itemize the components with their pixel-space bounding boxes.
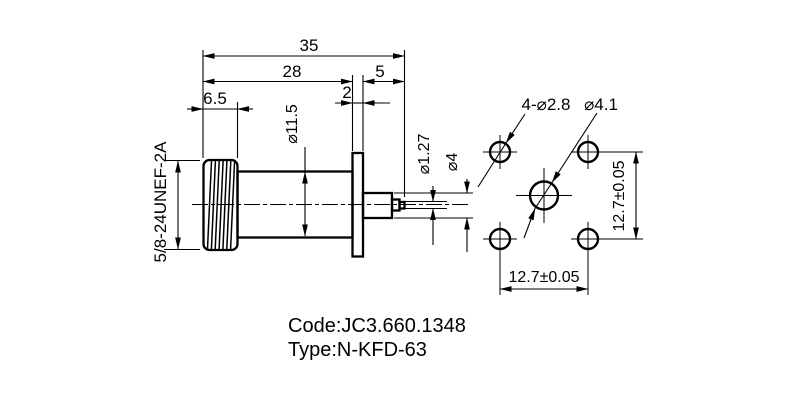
dim-flange-thickness: 2 [342,83,351,102]
mounting-hole-bottom-left [488,227,512,251]
dim-pin-diameter: ⌀1.27 [416,134,433,175]
dim-thread-length: 6.5 [203,89,227,108]
part-code: Code:JC3.660.1348 [288,315,466,337]
side-view: 35 28 5 6.5 2 ⌀11.5 5/8-24UNEF-2A ⌀1.27 … [151,36,473,262]
center-hole [528,180,560,211]
dim-rear-length: 5 [375,62,384,81]
dim-hole-spacing-vertical: 12.7±0.05 [611,160,628,231]
center-hole-callout: ⌀4.1 [584,95,618,114]
dim-body-diameter: ⌀11.5 [284,104,301,144]
part-type: Type:N-KFD-63 [288,339,427,361]
title-block: Code:JC3.660.1348 Type:N-KFD-63 [288,315,466,361]
rear-insulator [361,191,394,220]
end-dimension-lines [477,112,639,292]
contact-pin-tip [398,200,406,210]
mounting-holes-callout: 4-⌀2.8 [522,95,571,114]
thread-lines [206,160,236,250]
end-view: 4-⌀2.8 ⌀4.1 12.7±0.05 12.7±0.05 [477,95,643,295]
thread-spec-label: 5/8-24UNEF-2A [151,141,170,263]
dim-overall-length: 35 [300,36,319,55]
mounting-hole-bottom-right [576,227,600,251]
dim-insulator-diameter: ⌀4 [444,153,461,172]
side-dimension-lines [164,50,473,252]
dim-hole-spacing-horizontal: 12.7±0.05 [508,269,579,286]
mounting-hole-top-right [576,140,600,164]
dim-length-to-flange: 28 [283,62,302,81]
mounting-hole-top-left [488,140,512,164]
